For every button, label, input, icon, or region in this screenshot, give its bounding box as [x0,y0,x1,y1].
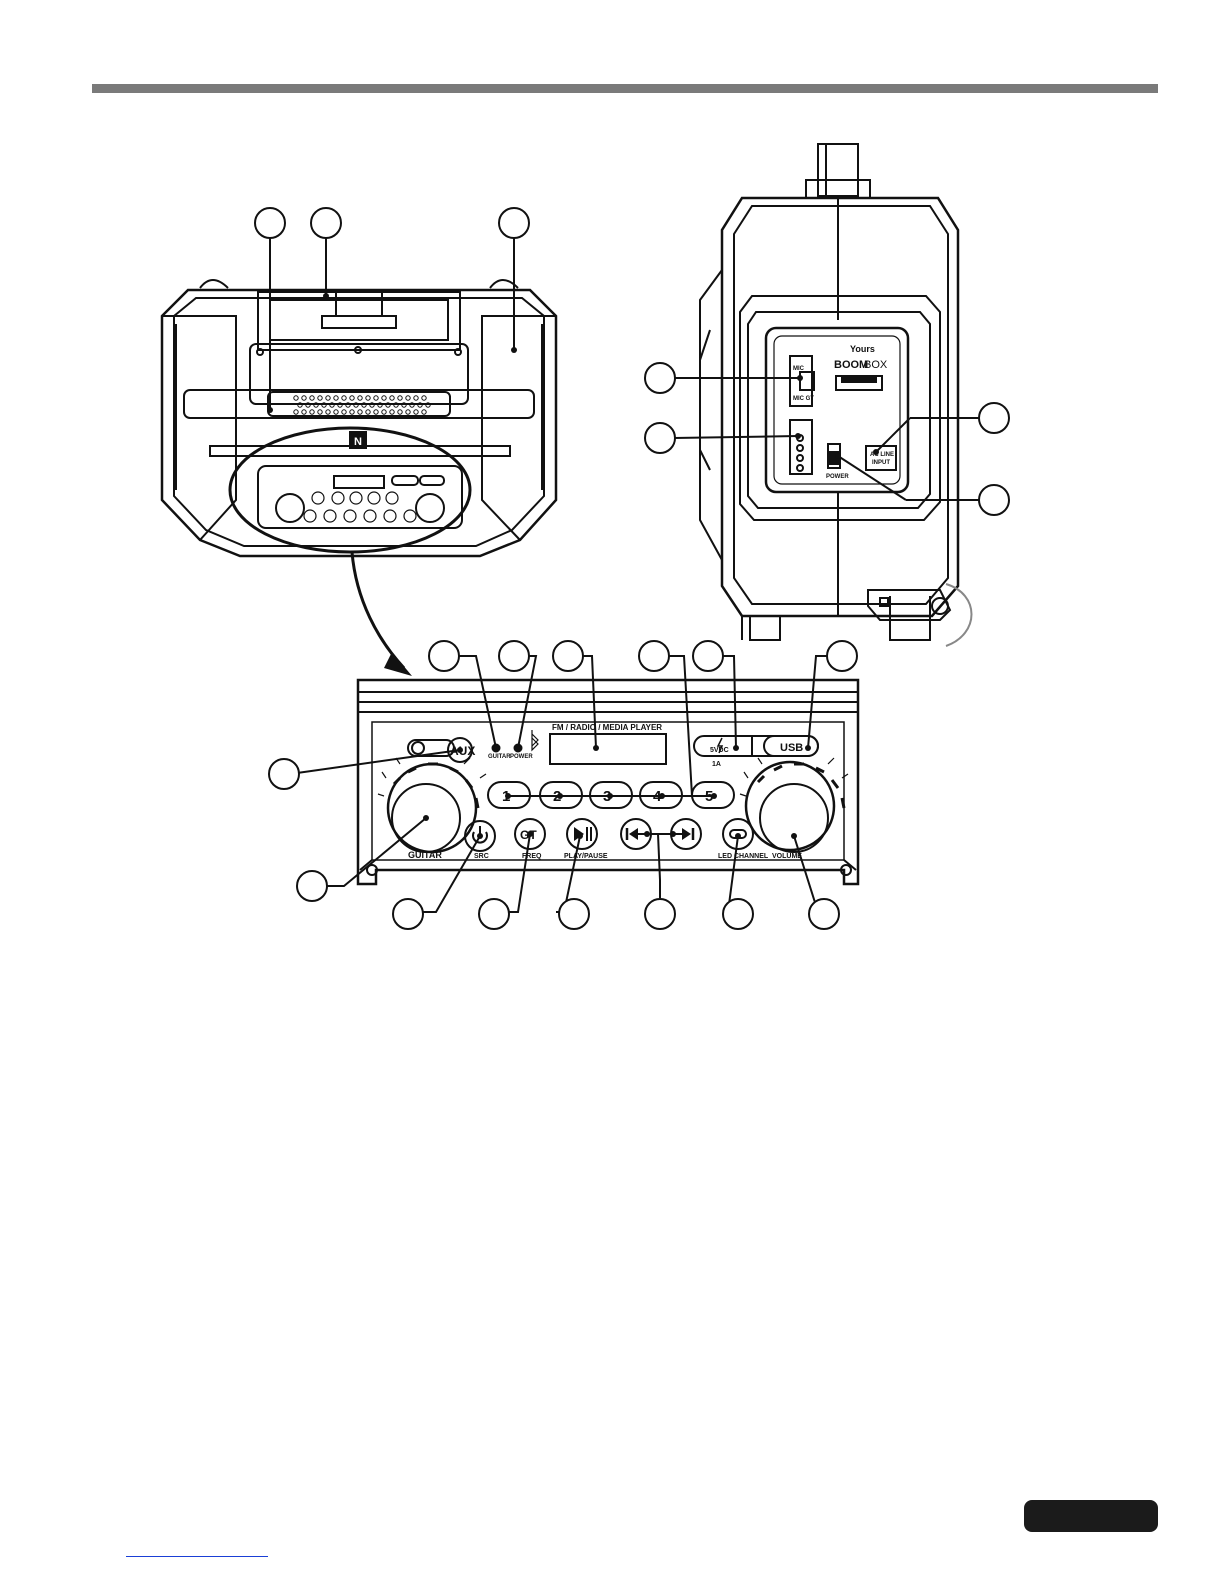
callout-panel-guitar-knob [297,871,327,901]
rear-power-label: POWER [826,474,849,480]
callout-panel-volume [809,899,839,929]
header-rule [92,84,1158,93]
callout-panel-prev-next [645,899,675,929]
side-callout-lines [674,378,980,500]
guitar-led-label: GUITAR [488,754,511,760]
callout-side-2 [645,423,675,453]
zoom-arrowhead [384,652,412,676]
src-label: SRC [474,853,489,860]
callout-side-3 [979,403,1009,433]
callout-panel-display [553,641,583,671]
callout-front-2 [311,208,341,238]
callout-panel-usb [827,641,857,671]
page-tab [1024,1500,1158,1532]
callout-front-3 [499,208,529,238]
zoom-arrow [352,552,404,668]
callout-panel-guitar-led [429,641,459,671]
grip-texture [294,396,430,414]
callout-panel-led [723,899,753,929]
rear-model-b: BOX [864,359,888,371]
dc-in-label-2: 1A [712,761,721,768]
rear-ac-label-2: INPUT [872,460,890,466]
rear-mic-gt-label: MIC GT [793,396,814,402]
callout-panel-dc [693,641,723,671]
bluetooth-icon [532,730,538,750]
footer-link-underline[interactable] [126,1556,268,1557]
lcd-display [550,734,666,764]
front-view: N [162,280,556,556]
knob-right-label: VOLUME [772,853,802,860]
callout-panel-power-led [499,641,529,671]
display-title: FM / RADIO / MEDIA PLAYER [552,723,662,732]
callout-panel-presets [639,641,669,671]
play-pause-label: PLAY/PAUSE [564,853,608,860]
callout-panel-src [393,899,423,929]
callout-side-1 [645,363,675,393]
rear-brand: Yours [850,344,875,354]
dc-in-label-1: 5VDC [710,747,729,754]
callout-panel-gt [479,899,509,929]
usb-label: USB [780,742,803,754]
power-led-label: POWER [510,754,533,760]
knob-left-label: GUITAR [408,850,442,860]
callout-panel-play [559,899,589,929]
rear-mic-label: MIC [793,366,805,372]
callout-panel-aux [269,759,299,789]
freq-label: FREQ [522,853,542,860]
callout-front-1 [255,208,285,238]
callout-side-4 [979,485,1009,515]
led-channel-label: LED CHANNEL [718,853,769,860]
side-view [700,144,972,646]
front-callout-lines [270,238,514,410]
